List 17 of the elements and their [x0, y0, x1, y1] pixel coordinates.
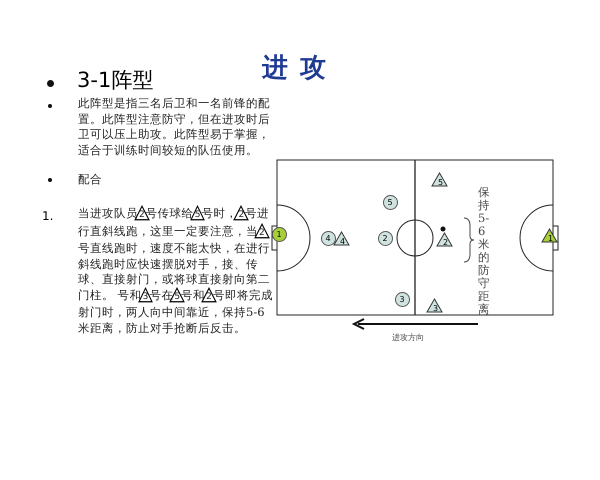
paragraph: 此阵型是指三名后卫和一名前锋的配置。此阵型注意防守，但在进攻时后卫可以压上助攻。此阵型易于掌握，适合于训练时间较短的队伍使用。 — [78, 96, 271, 158]
player-triangle: 2 — [436, 232, 452, 247]
annotation-text: 进攻方向 — [392, 332, 424, 343]
player-circle: 4 — [320, 230, 336, 246]
slide-title: 进攻 — [262, 52, 338, 85]
player-circle: 1 — [272, 226, 286, 242]
player-triangle: 5 — [430, 172, 448, 187]
player-circle: 3 — [394, 292, 410, 306]
player-circle: 2 — [378, 230, 392, 246]
player-triangle: 3 — [426, 298, 442, 313]
player-triangle: 4 — [332, 231, 350, 246]
player-triangle: 1 — [540, 228, 558, 243]
annotation-text: 保持5-6米的防守距离 — [478, 186, 491, 316]
paragraph: 配合 — [78, 172, 102, 187]
list-number: 1. — [42, 209, 54, 223]
heading: 3-1阵型 — [77, 67, 154, 94]
player-circle: 5 — [382, 194, 398, 210]
